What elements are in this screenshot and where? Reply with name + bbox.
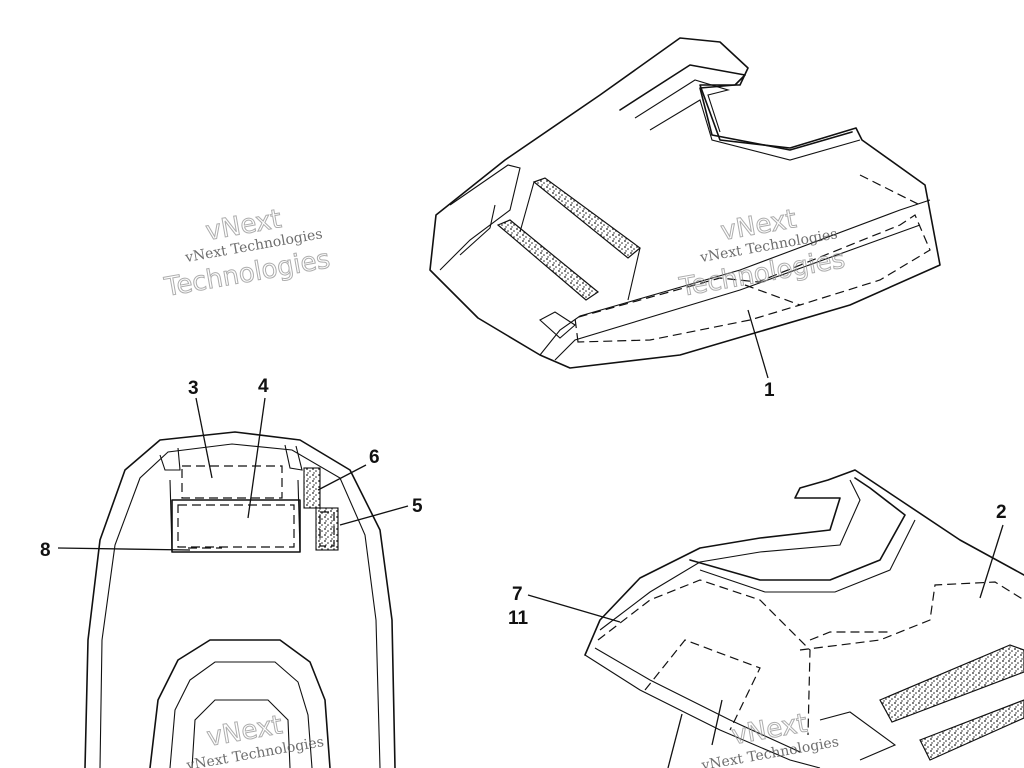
callout-8: 8 (40, 540, 51, 561)
callout-6: 6 (369, 447, 380, 468)
hood-view-left (57, 397, 409, 768)
callout-3: 3 (188, 378, 199, 399)
hood-view-bottom-right (527, 469, 1024, 768)
callout-2: 2 (996, 502, 1007, 523)
hood-view-top-right (429, 37, 941, 379)
callout-5: 5 (412, 496, 423, 517)
callout-11: 11 (508, 608, 529, 629)
callout-4: 4 (258, 376, 269, 397)
watermark-left-upper: vNext vNext Technologies Technologies (161, 204, 333, 304)
callout-1: 1 (764, 380, 775, 401)
watermark-right-upper: vNext vNext Technologies Technologies (676, 204, 848, 304)
callout-7: 7 (512, 584, 523, 605)
watermark-left-lower: vNext vNext Technologies (184, 710, 325, 768)
